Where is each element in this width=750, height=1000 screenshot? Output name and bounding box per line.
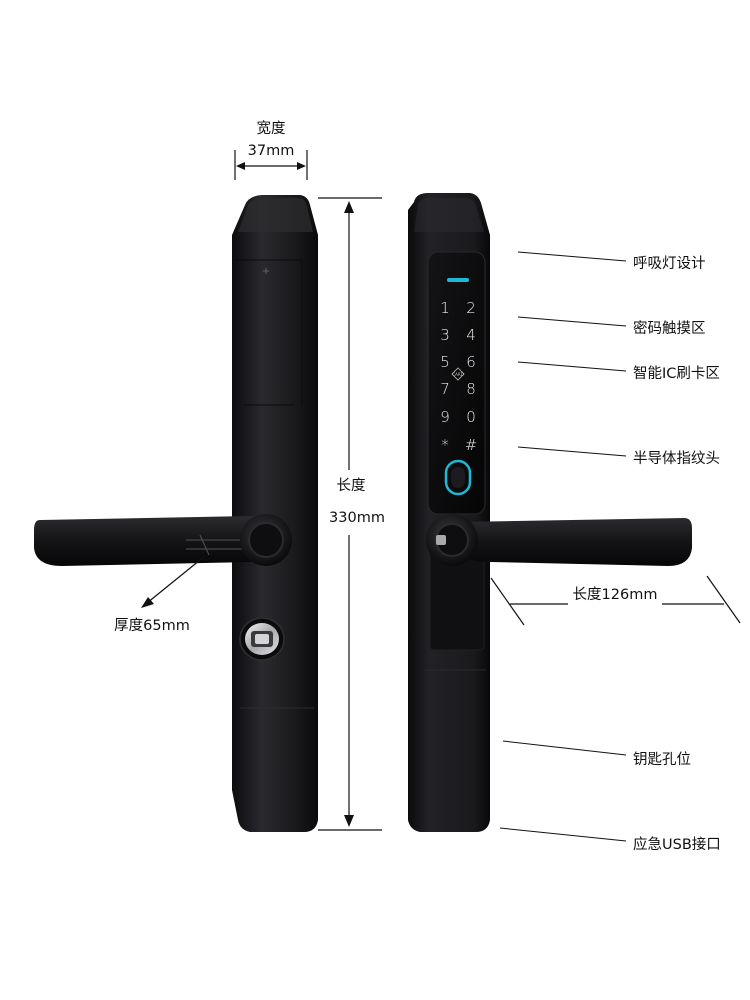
key-1[interactable]: 1: [440, 299, 450, 317]
thickness-arrow: [141, 555, 206, 608]
key-2[interactable]: 2: [466, 299, 476, 317]
callout-usb: 应急USB接口: [633, 835, 721, 853]
callout-breathing-light: 呼吸灯设计: [633, 255, 706, 272]
key-9[interactable]: 9: [440, 408, 450, 426]
handle-length-label: 长度126mm: [573, 586, 658, 603]
width-label: 宽度: [257, 120, 286, 137]
width-value: 37mm: [248, 143, 295, 159]
key-8[interactable]: 8: [466, 380, 476, 398]
front-handle: [426, 514, 692, 566]
callout-ic-card: 智能IC刷卡区: [633, 365, 720, 382]
key-4[interactable]: 4: [466, 326, 476, 344]
fingerprint-sensor[interactable]: [444, 459, 472, 496]
screw-icon: [263, 268, 269, 274]
keypad: 1 2 3 4 5 6 7 8 9 0 * #: [440, 299, 477, 454]
key-hash[interactable]: #: [465, 436, 478, 454]
callout-password-touch: 密码触摸区: [633, 320, 706, 337]
front-panel: 1 2 3 4 5 6 7 8 9 0 * # CARD: [408, 193, 490, 832]
back-handle: [34, 514, 292, 566]
length-label: 长度: [337, 477, 366, 494]
card-text: CARD: [452, 372, 463, 377]
callout-lines: [499, 251, 627, 842]
key-6[interactable]: 6: [466, 353, 476, 371]
key-7[interactable]: 7: [440, 380, 450, 398]
key-5[interactable]: 5: [440, 353, 450, 371]
key-cylinder: [239, 617, 285, 661]
handle-length-dimension: [490, 575, 741, 626]
back-panel: [232, 195, 318, 832]
key-3[interactable]: 3: [440, 326, 450, 344]
callout-keyhole: 钥匙孔位: [633, 751, 691, 768]
breathing-light: [447, 278, 469, 282]
width-dimension-line: [234, 150, 308, 180]
callout-fingerprint: 半导体指纹头: [633, 450, 720, 467]
length-dimension-line: [318, 197, 382, 831]
card-icon: CARD: [451, 367, 465, 381]
key-0[interactable]: 0: [466, 408, 476, 426]
key-star[interactable]: *: [441, 436, 449, 454]
length-value: 330mm: [329, 510, 385, 526]
thickness-label: 厚度65mm: [114, 617, 190, 634]
